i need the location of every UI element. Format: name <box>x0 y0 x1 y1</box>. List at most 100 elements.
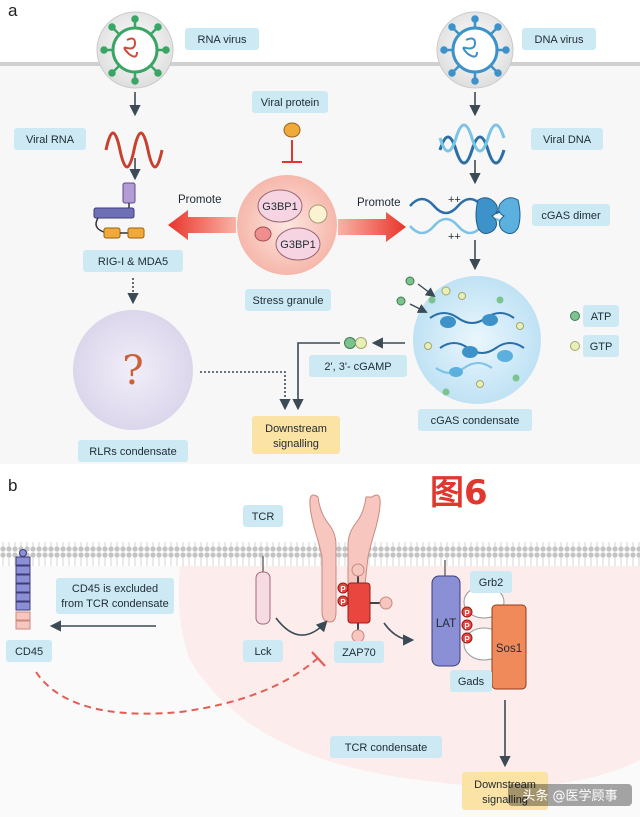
cd45-excluded-line2: from TCR condensate <box>61 598 168 610</box>
rig-mda5-icon <box>93 182 145 239</box>
panel-a-letter: a <box>8 1 18 20</box>
zap70-label: ZAP70 <box>342 647 376 659</box>
viral-protein-inhibition <box>282 140 302 163</box>
cgamp-label-box <box>309 355 407 377</box>
tcr-label: TCR <box>252 511 275 523</box>
promote-right-label: Promote <box>357 197 400 209</box>
nucleotide-influx <box>396 276 451 313</box>
cgas-dimer-label-box <box>532 204 610 226</box>
cd45-inhibition-bar <box>311 651 326 667</box>
sos1-label: Sos1 <box>496 643 522 655</box>
cd45-label-box <box>6 640 52 662</box>
watermark-box <box>508 784 632 806</box>
g3bp1-bottom-label: G3BP1 <box>280 239 315 251</box>
viral-protein-label: Viral protein <box>261 97 320 109</box>
cgas-condensate-label: cGAS condensate <box>431 415 520 427</box>
viral-protein-label-box <box>252 91 328 113</box>
zap70-p1-label: P <box>340 585 346 594</box>
lck-label-box <box>243 640 283 662</box>
tcr-condensate-label-box <box>330 736 442 758</box>
cgas-condensate-label-box <box>418 409 532 431</box>
panel-b-letter: b <box>8 476 17 495</box>
rig-mda5-label: RIG-I & MDA5 <box>98 256 168 268</box>
promote-left-arrow <box>168 210 236 240</box>
gads-label-box <box>450 670 492 692</box>
lck-label: Lck <box>254 646 272 658</box>
dna-virus-label: DNA virus <box>535 34 584 46</box>
dna-virus-label-box <box>522 28 596 50</box>
downstream-b-line2: signalling <box>482 794 528 806</box>
lat-p2-badge <box>461 619 473 631</box>
stress-granule-protein-icon <box>254 226 272 242</box>
atp-legend-icon <box>570 311 580 321</box>
lck-to-zap70-arrow <box>275 617 328 636</box>
rna-virus-icon <box>96 11 174 89</box>
gads-label: Gads <box>458 676 485 688</box>
rna-virus-label: RNA virus <box>198 34 247 46</box>
stress-granule-label-box <box>245 289 331 311</box>
g3bp1-bottom-icon <box>275 227 321 261</box>
viral-dna-label-box <box>531 128 603 150</box>
atp-label: ATP <box>591 311 612 323</box>
atp-label-box <box>583 305 619 327</box>
downstream-a-box <box>252 416 340 454</box>
cd45-inhibition-dashed <box>35 657 319 715</box>
rig-mda5-label-box <box>83 250 183 272</box>
downstream-b-box <box>462 772 548 810</box>
tcr-label-box <box>243 505 283 527</box>
viral-rna-label-box <box>14 128 86 150</box>
rlrs-condensate-label-box <box>78 440 188 462</box>
lck-icon <box>255 556 271 625</box>
zap70-p2-badge <box>337 595 349 607</box>
downstream-b-line1: Downstream <box>474 779 536 791</box>
gtp-label: GTP <box>590 341 613 353</box>
zap70-to-lat-arrow <box>383 622 415 646</box>
rlrs-question-mark: ? <box>122 348 143 394</box>
promote-right-arrow <box>338 212 406 242</box>
plus-top-label: ++ <box>448 194 461 206</box>
downstream-a-line2: signalling <box>273 438 319 450</box>
cd45-excluded-line1: CD45 is excluded <box>72 583 158 595</box>
viral-dna-label: Viral DNA <box>543 134 592 146</box>
cgamp-to-downstream-arrow <box>292 342 340 411</box>
lat-p1-label: P <box>464 609 470 618</box>
downstream-a-line1: Downstream <box>265 423 327 435</box>
cgamp-icon <box>344 337 367 349</box>
grb2-label-box <box>470 571 512 593</box>
stress-granule-rna-icon <box>308 204 328 224</box>
viral-protein-icon <box>283 122 301 138</box>
stress-granule-bubble <box>237 175 337 275</box>
watermark-text: 头条 @医学顾事 <box>522 788 617 804</box>
viral-rna-strand <box>104 131 164 169</box>
lat-p3-label: P <box>464 635 470 644</box>
lat-p2-label: P <box>464 622 470 631</box>
lat-label: LAT <box>436 618 456 630</box>
tcr-condensate-label: TCR condensate <box>345 742 428 754</box>
gtp-legend-icon <box>570 341 580 351</box>
viral-rna-label: Viral RNA <box>26 134 75 146</box>
cgas-dimer-icon <box>475 197 521 234</box>
zap70-label-box <box>334 641 384 663</box>
rlrs-condensate-label: RLRs condensate <box>89 446 176 458</box>
plus-bottom-label: ++ <box>448 231 461 243</box>
viral-dna-helix <box>438 123 506 165</box>
gtp-label-box <box>583 335 619 357</box>
lat-p1-badge <box>461 606 473 618</box>
lat-p3-badge <box>461 632 473 644</box>
lat-complex-icon <box>431 560 527 690</box>
g3bp1-top-icon <box>257 189 303 223</box>
rna-virus-label-box <box>185 28 259 50</box>
promote-left-label: Promote <box>178 194 221 206</box>
g3bp1-top-label: G3BP1 <box>262 201 297 213</box>
dna-virus-icon <box>436 11 514 89</box>
cgamp-label: 2', 3'- cGAMP <box>324 361 391 373</box>
cd45-icon <box>15 549 31 630</box>
zap70-icon <box>347 563 393 643</box>
zap70-p1-badge <box>337 582 349 594</box>
cd45-label: CD45 <box>15 646 43 658</box>
cgas-dimer-label: cGAS dimer <box>541 210 601 222</box>
rlrs-condensate-bubble <box>73 310 193 430</box>
grb2-label: Grb2 <box>479 577 503 589</box>
